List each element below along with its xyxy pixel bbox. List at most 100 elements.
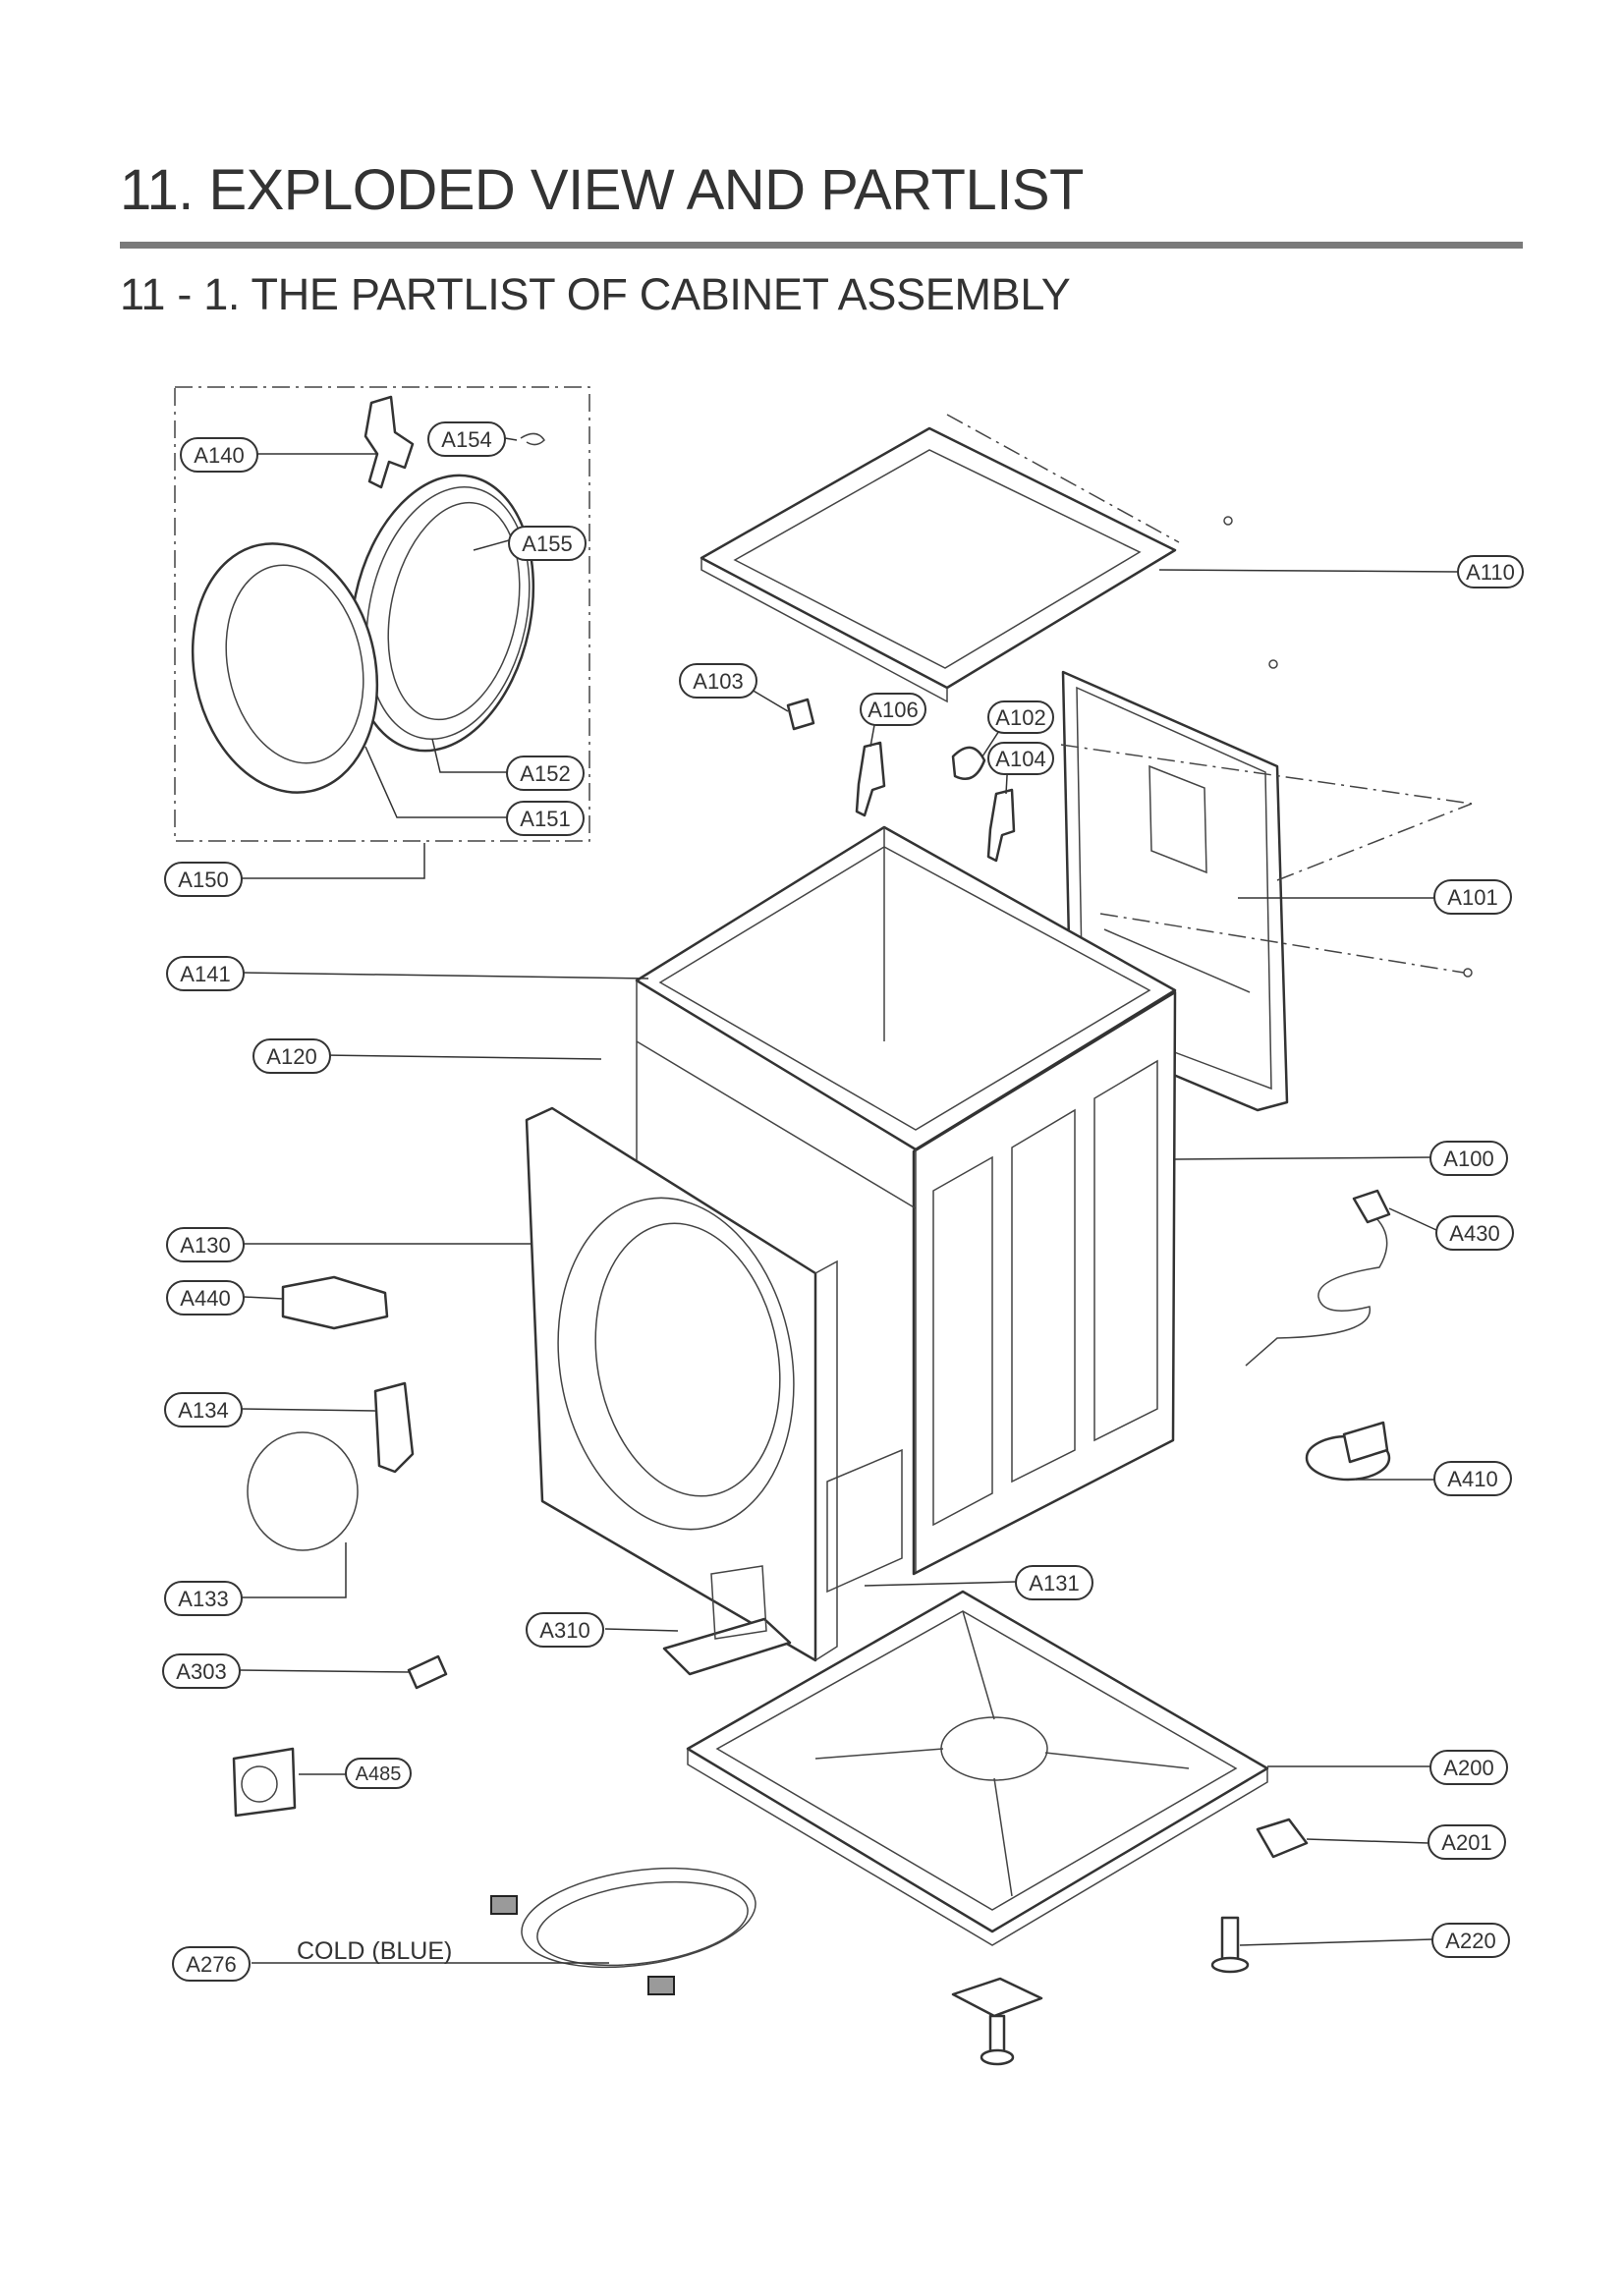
side-emboss-1 [932,1155,993,1527]
side-emboss-2 [1011,1108,1076,1483]
door-bracket [373,1381,415,1474]
rear-opening [826,1448,903,1594]
top-plate-inner [733,449,1142,669]
sensor-a102 [951,746,986,780]
callout-a430-label: A430 [1449,1221,1499,1246]
callout-a152-label: A152 [520,761,570,786]
hose-fitting-2 [647,1976,675,1995]
callout-a485: A485 [345,1758,412,1789]
back-cover-guide-3 [1099,913,1465,974]
back-cover-slot [1103,928,1251,993]
valve-a106 [855,741,886,817]
hose-fitting-1 [490,1895,518,1915]
callout-a131-label: A131 [1029,1571,1079,1595]
callout-a310: A310 [526,1612,604,1648]
callout-a103-label: A103 [693,669,743,694]
power-plug [1352,1189,1391,1224]
callout-a410: A410 [1433,1461,1512,1496]
base-strut-4 [993,1777,1013,1897]
callout-a201-label: A201 [1441,1830,1491,1855]
door-assembly-boundary [174,386,590,842]
callout-a151: A151 [506,801,585,836]
callout-a110: A110 [1457,555,1524,588]
valve-a104 [986,788,1016,863]
clip-a103 [786,698,815,731]
base-strut-2 [814,1748,944,1760]
callout-a106: A106 [860,693,926,726]
front-door-opening-outer [557,1197,795,1531]
callout-a201: A201 [1428,1824,1506,1860]
inlet-hose-loop-2 [536,1880,749,1967]
top-plate-guide [946,414,1180,543]
callout-a120-label: A120 [266,1044,316,1069]
back-screw-2 [1463,968,1473,978]
callout-a303: A303 [162,1653,241,1689]
service-cover [662,1617,792,1676]
door-lock [281,1275,389,1330]
door-frame-ring [365,486,531,740]
side-emboss-3 [1093,1059,1158,1442]
callout-a104: A104 [987,742,1054,775]
callout-a133: A133 [164,1581,243,1616]
callout-a154: A154 [427,421,506,457]
callout-a440-label: A440 [180,1286,230,1311]
front-panel-side [814,1259,838,1661]
base-bracket-loose [951,1977,1043,2018]
door-hinge [364,395,415,489]
clamp-ring [247,1431,359,1551]
top-screw [1223,516,1233,526]
callout-a150-label: A150 [178,868,228,892]
callout-a104-label: A104 [995,747,1045,771]
front-door-opening-inner [594,1222,781,1497]
callout-a130: A130 [166,1227,245,1262]
callout-a101: A101 [1433,879,1512,915]
leader-lines [239,437,1459,1964]
leg-loose-foot [980,2048,1015,2066]
service-opening [710,1565,767,1640]
callout-a100: A100 [1429,1141,1508,1176]
door-frame-inner [387,501,521,721]
back-cover-window [1148,764,1207,874]
back-screw-1 [1268,659,1278,669]
leg-a220 [1220,1916,1240,1963]
base-frame-inner [715,1610,1238,1911]
spring [407,1654,448,1690]
callout-a220-label: A220 [1445,1929,1495,1953]
back-cover-guide-2 [1276,803,1473,881]
door-glass-inner [225,564,364,764]
callout-a130-label: A130 [180,1233,230,1258]
callout-a120: A120 [252,1038,331,1074]
page-title: 11. EXPLODED VIEW AND PARTLIST [120,158,1084,222]
leg-a220-foot [1210,1956,1250,1974]
callout-a155: A155 [508,526,587,561]
sensor-board [1342,1421,1389,1464]
callout-a155-label: A155 [522,532,572,556]
callout-a103: A103 [679,663,757,699]
callout-a106-label: A106 [868,698,918,722]
callout-a151-label: A151 [520,807,570,831]
callout-a310-label: A310 [539,1618,589,1643]
base-frame-skirt [687,1749,1268,1946]
callout-a140: A140 [180,437,258,473]
callout-a134-label: A134 [178,1398,228,1423]
callout-a133-label: A133 [178,1587,228,1611]
callout-a220: A220 [1431,1923,1510,1958]
top-plate-edge [700,558,948,703]
back-cover-inner [1076,686,1272,1091]
top-plate [700,426,1177,690]
title-rule [120,242,1523,249]
pump-fan [241,1765,278,1803]
callout-a100-label: A100 [1443,1147,1493,1171]
back-cover-guide-1 [1060,744,1473,805]
callout-a200: A200 [1429,1750,1508,1785]
callout-a141-label: A141 [180,962,230,986]
inlet-hose-loop-1 [521,1867,756,1969]
callout-a200-label: A200 [1443,1756,1493,1780]
door-hook [520,432,545,446]
base-strut-3 [1044,1752,1190,1769]
callout-a485-label: A485 [356,1763,402,1785]
callout-a131: A131 [1015,1565,1093,1600]
callout-a152: A152 [506,756,585,791]
callout-a134: A134 [164,1392,243,1427]
